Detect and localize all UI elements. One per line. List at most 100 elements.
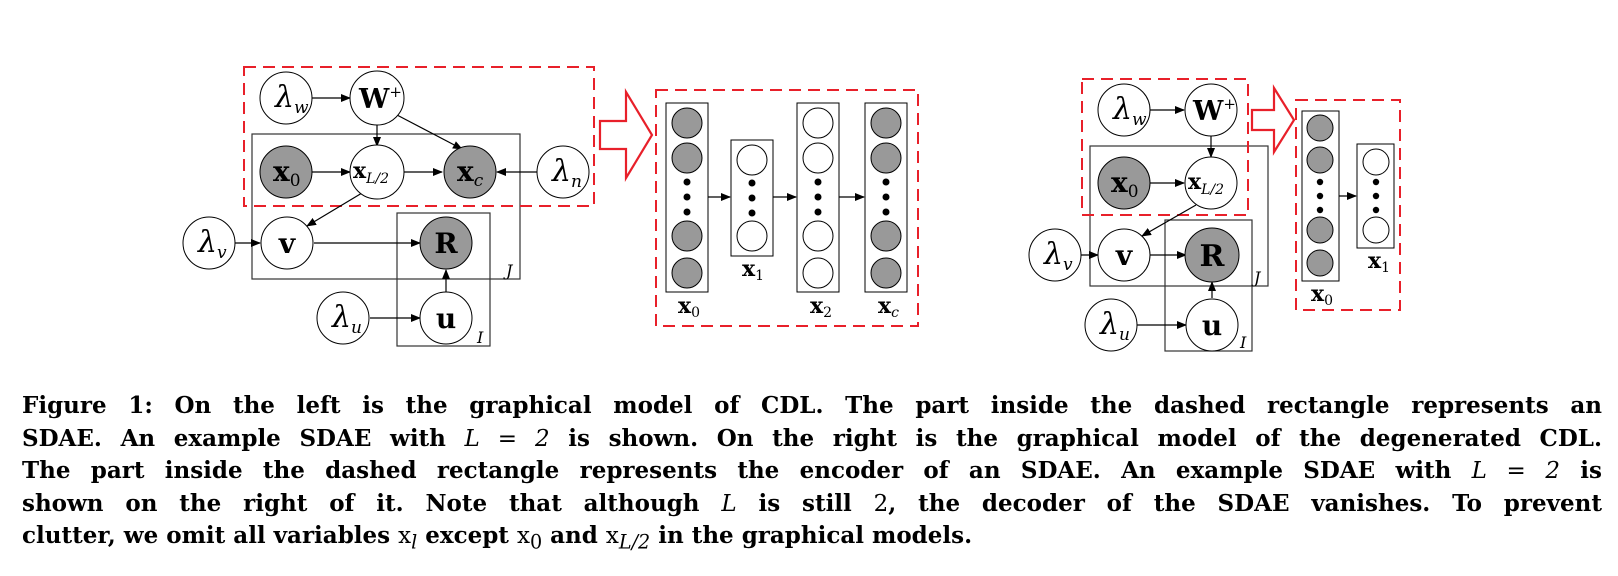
right-graphical-model: J I λw W+ x0 xL/2 λv v R λu u [1028, 78, 1269, 352]
ellipsis-dot [882, 208, 890, 216]
caption-line-3: The part inside the dashed rectangle rep… [22, 455, 1602, 488]
ellipsis-dot [814, 208, 822, 216]
node-v-right-label: v [1115, 239, 1133, 272]
ellipsis-dot [1316, 178, 1324, 186]
plate-i-label: I [476, 328, 484, 347]
ellipsis-dot [683, 208, 691, 216]
unit [736, 144, 768, 176]
edge-w-xc [396, 114, 463, 150]
ellipsis-dot [1316, 192, 1324, 200]
caption-line-4: shown on the right of it. Note that alth… [22, 488, 1602, 521]
unit [1362, 148, 1390, 176]
node-x0-right [1097, 156, 1151, 210]
node-lambda-u-right-label: λu [1099, 307, 1130, 345]
edge-xl2-v-right [1141, 204, 1197, 237]
unit [671, 220, 703, 252]
node-lambda-n [536, 145, 590, 199]
node-xc-label: xc [457, 155, 484, 191]
caption-text: is shown. On the right is the graphical … [549, 424, 1602, 452]
node-u-right-label: u [1202, 309, 1222, 342]
caption-math: L = 2 [1471, 458, 1560, 484]
layer-x1-box [730, 139, 774, 257]
unit [802, 142, 834, 174]
unit [870, 257, 902, 289]
ellipsis-dot [748, 179, 756, 187]
node-xl2 [349, 144, 405, 200]
unit [671, 142, 703, 174]
ellipsis-dot [882, 193, 890, 201]
caption-text: , the decoder of the SDAE vanishes. To p… [888, 489, 1602, 517]
ellipsis-dot [1372, 192, 1380, 200]
unit [1306, 249, 1334, 277]
layer-xc-label: xc [878, 293, 899, 321]
plate-i [396, 212, 491, 347]
node-u-label: u [436, 302, 456, 335]
sdae-dashed-box-left [655, 89, 919, 327]
edge-xl2-v [306, 192, 363, 227]
figure-1-diagram: J I λw W+ x0 xL/2 xc λn λv v [182, 66, 1401, 352]
node-lambda-w-right-label: λw [1112, 92, 1147, 130]
node-v [260, 216, 314, 270]
encoder-network-dashed-box [1295, 99, 1401, 311]
node-lambda-v [182, 216, 236, 270]
node-u [419, 291, 473, 345]
node-r-label: R [434, 227, 458, 260]
unit [870, 220, 902, 252]
node-r-right [1184, 227, 1240, 283]
caption-text: is still [736, 489, 874, 517]
ellipsis-dot [1316, 206, 1324, 214]
ellipsis-dot [1372, 206, 1380, 214]
layer-x1-label-right: x1 [1368, 248, 1390, 276]
caption-line-5: clutter, we omit all variables xl except… [22, 520, 1602, 559]
unit [1306, 216, 1334, 244]
caption-text: except [417, 522, 517, 549]
caption-text: clutter, we omit all variables [22, 522, 399, 549]
unit [1362, 216, 1390, 244]
node-xl2-label: xL/2 [353, 158, 389, 187]
node-x0-right-label: x0 [1111, 166, 1139, 202]
node-lambda-w [259, 71, 313, 125]
ellipsis-dot [814, 193, 822, 201]
unit [736, 220, 768, 252]
node-v-label: v [278, 227, 296, 260]
node-xc [443, 145, 497, 199]
unit [1306, 146, 1334, 174]
caption-text: shown on the right of it. Note that alth… [22, 489, 722, 517]
node-xl2-right-label: xL/2 [1188, 169, 1224, 198]
caption-text: is [1560, 457, 1602, 484]
caption-math: L [721, 490, 737, 517]
node-w-plus-label: W+ [358, 83, 402, 115]
node-x0 [259, 145, 313, 199]
ellipsis-dot [814, 178, 822, 186]
layer-x1-box-right [1356, 143, 1395, 249]
expand-arrow-right [1250, 84, 1296, 156]
node-xl2-right [1184, 156, 1238, 210]
caption-math: xl [398, 523, 418, 554]
layer-xc-box [864, 102, 908, 293]
node-v-right [1097, 228, 1151, 282]
unit [870, 107, 902, 139]
caption-math: 2 [873, 490, 889, 517]
unit [870, 142, 902, 174]
node-lambda-n-label: λn [551, 154, 582, 192]
layer-x0-label-right: x0 [1311, 281, 1333, 309]
unit [802, 220, 834, 252]
caption-math: L = 2 [464, 425, 550, 452]
encoder-dashed-box [1081, 78, 1249, 216]
caption-text: and [542, 522, 606, 549]
caption-line-1: Figure 1: On the left is the graphical m… [22, 392, 1602, 419]
unit [802, 107, 834, 139]
node-x0-label: x0 [273, 155, 301, 191]
caption-text: SDAE. An example SDAE with [22, 424, 465, 452]
unit [802, 257, 834, 289]
node-r [419, 216, 473, 270]
sdae-dashed-box [243, 66, 595, 207]
ellipsis-dot [882, 178, 890, 186]
expand-arrow-left [598, 88, 654, 182]
node-w-plus-right-label: W+ [1192, 95, 1236, 127]
node-lambda-v-label: λv [197, 225, 227, 263]
caption-math: x0 [516, 523, 543, 554]
node-lambda-u-right [1084, 298, 1138, 352]
right-sdae-encoder: x0 x1 [1295, 99, 1401, 311]
node-lambda-u [316, 291, 370, 345]
